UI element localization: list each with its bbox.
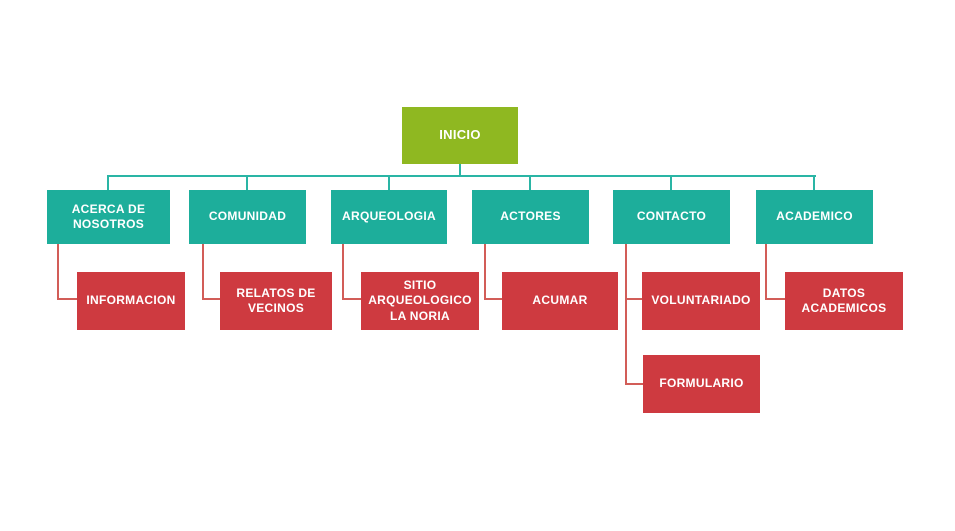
connector-relatos-elbow [202, 298, 220, 300]
node-label: SITIO ARQUEOLOGICO LA NORIA [368, 277, 472, 323]
node-label: ACERCA DE NOSOTROS [71, 201, 146, 231]
connector-root-stub [459, 163, 461, 177]
connector-stub-arqueologia [388, 177, 390, 190]
node-label: RELATOS DE VECINOS [236, 285, 316, 315]
connector-contacto-vertical [625, 244, 627, 385]
node-inicio[interactable]: INICIO [402, 107, 518, 164]
node-acerca-de-nosotros[interactable]: ACERCA DE NOSOTROS [47, 190, 170, 244]
connector-sections-rail [107, 175, 816, 177]
node-sitio-arqueologico-la-noria[interactable]: SITIO ARQUEOLOGICO LA NORIA [361, 272, 479, 330]
node-voluntariado[interactable]: VOLUNTARIADO [642, 272, 760, 330]
node-relatos-de-vecinos[interactable]: RELATOS DE VECINOS [220, 272, 332, 330]
node-label: ACADEMICO [776, 209, 853, 224]
connector-acerca-vertical [57, 244, 59, 300]
connector-formulario-elbow [625, 383, 643, 385]
node-formulario[interactable]: FORMULARIO [643, 355, 760, 413]
node-label: FORMULARIO [659, 376, 744, 391]
node-contacto[interactable]: CONTACTO [613, 190, 730, 244]
connector-actores-vertical [484, 244, 486, 300]
node-comunidad[interactable]: COMUNIDAD [189, 190, 306, 244]
connector-acumar-elbow [484, 298, 502, 300]
connector-informacion-elbow [57, 298, 77, 300]
connector-datos-elbow [765, 298, 785, 300]
node-academico[interactable]: ACADEMICO [756, 190, 873, 244]
node-label: DATOS ACADEMICOS [801, 285, 887, 315]
node-label: CONTACTO [636, 209, 707, 224]
connector-arqueologia-vertical [342, 244, 344, 300]
connector-stub-comunidad [246, 177, 248, 190]
node-label: ACUMAR [532, 293, 588, 308]
node-label: COMUNIDAD [208, 209, 287, 224]
connector-academico-vertical [765, 244, 767, 300]
connector-stub-actores [529, 177, 531, 190]
node-acumar[interactable]: ACUMAR [502, 272, 618, 330]
connector-voluntariado-elbow [625, 298, 642, 300]
node-label: ACTORES [500, 209, 561, 224]
connector-stub-contacto [670, 177, 672, 190]
node-label: ARQUEOLOGIA [342, 209, 436, 224]
node-label: INICIO [439, 127, 481, 143]
node-informacion[interactable]: INFORMACION [77, 272, 185, 330]
connector-sitio-elbow [342, 298, 361, 300]
connector-stub-acerca-de-nosotros [107, 177, 109, 190]
node-label: VOLUNTARIADO [651, 293, 751, 308]
node-arqueologia[interactable]: ARQUEOLOGIA [331, 190, 447, 244]
node-label: INFORMACION [86, 293, 176, 308]
connector-stub-academico [813, 177, 815, 190]
node-actores[interactable]: ACTORES [472, 190, 589, 244]
connector-comunidad-vertical [202, 244, 204, 300]
node-datos-academicos[interactable]: DATOS ACADEMICOS [785, 272, 903, 330]
